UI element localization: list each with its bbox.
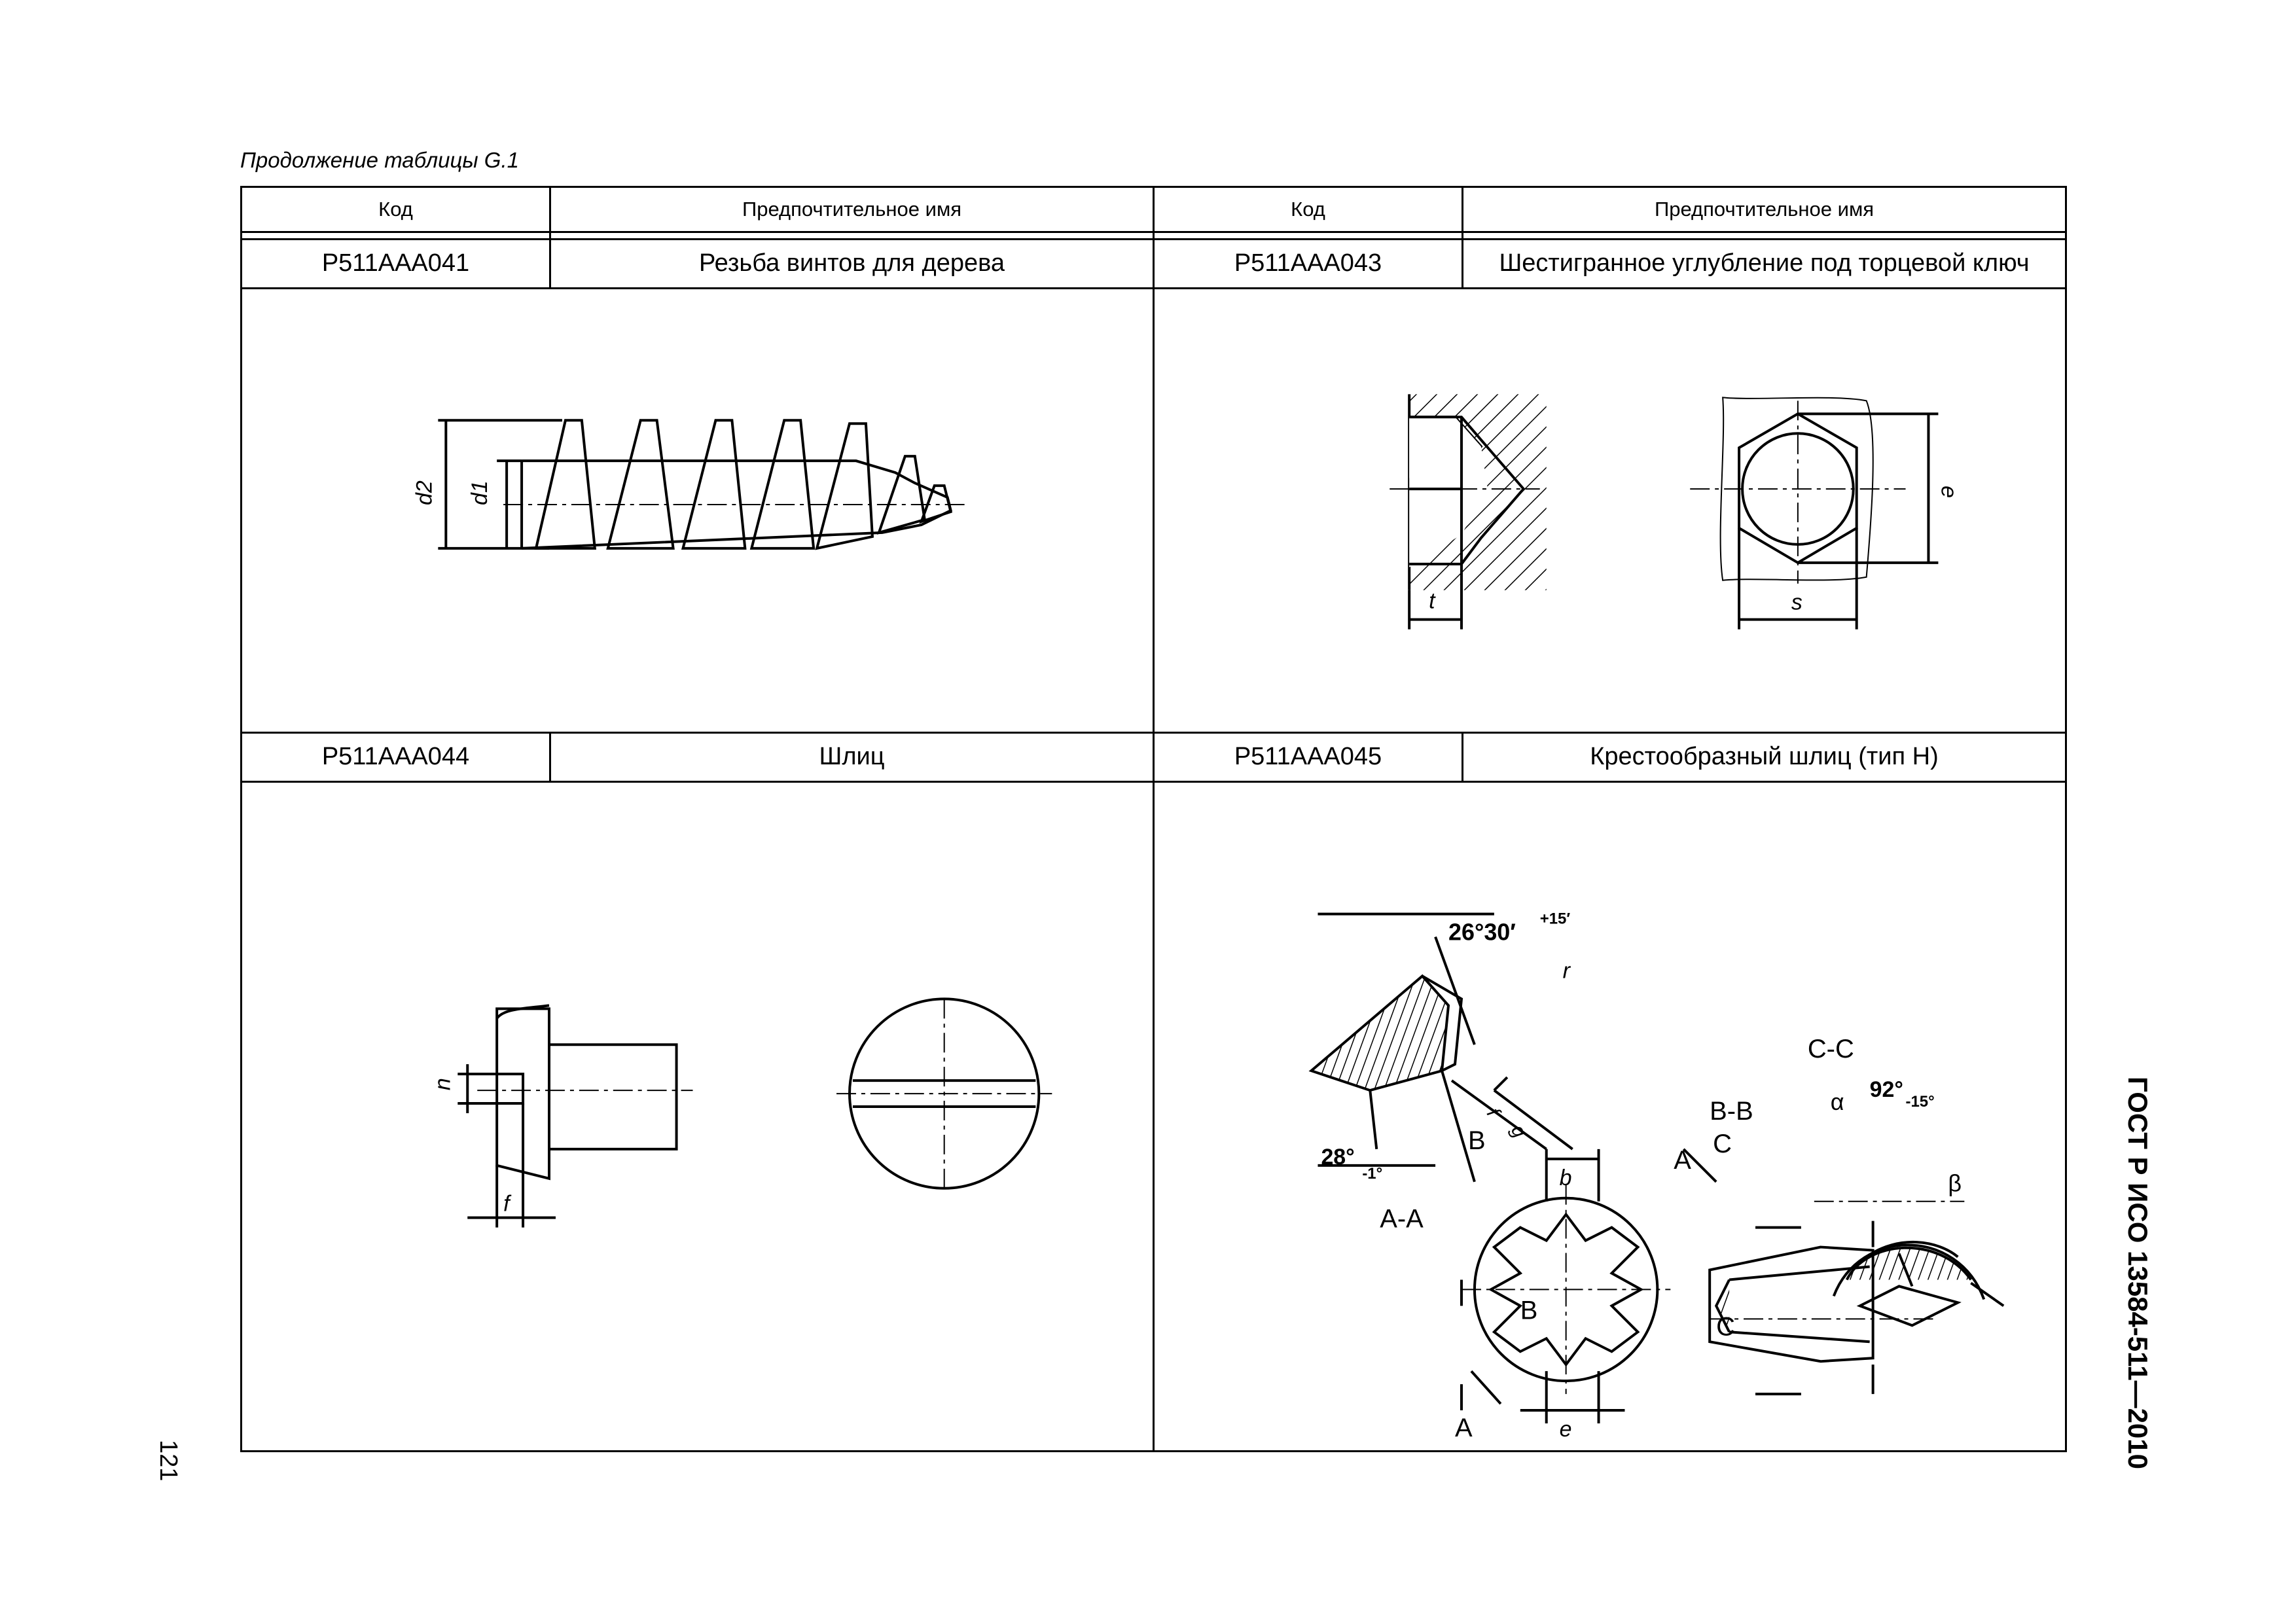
angle-tolerance-label: +15′: [1540, 910, 1571, 928]
header-code-right: Код: [1153, 186, 1463, 233]
angle-label: 26°30′: [1448, 919, 1516, 946]
code-cell: P511AAA045: [1153, 732, 1463, 783]
beta-label: β: [1948, 1170, 1962, 1197]
header-name-right: Предпочтительное имя: [1462, 186, 2067, 233]
d2-label: d2: [412, 480, 437, 505]
preferred-names-table: Код Предпочтительное имя Код Предпочтите…: [240, 186, 2067, 1452]
f-label: f: [1482, 1105, 1505, 1122]
angle-28-tolerance-label: -1°: [1362, 1165, 1382, 1183]
section-aa-label: A-A: [1380, 1205, 1424, 1234]
name-cell: Крестообразный шлиц (тип H): [1462, 732, 2067, 783]
slot-figure-cell: n f: [240, 781, 1155, 1452]
e-label: e: [1936, 486, 1961, 498]
name-cell: Резьба винтов для дерева: [549, 238, 1155, 289]
slot-drawing: n f: [430, 997, 1052, 1228]
d1-label: d1: [467, 480, 492, 505]
code-cell: P511AAA041: [240, 238, 551, 289]
alpha-label: α: [1831, 1088, 1844, 1115]
c-section-mark-top: C: [1713, 1130, 1732, 1158]
e-label: e: [1560, 1417, 1572, 1442]
header-gap: [240, 232, 2067, 240]
table-row: P511AAA044 Шлиц P511AAA045 Крестообразны…: [240, 732, 2067, 783]
r-label: r: [1563, 958, 1571, 983]
cross-recess-figure-cell: 26°30′ +15′ r b g f 28° -1° A-A B B A A …: [1153, 781, 2067, 1452]
angle-92-label: 92°: [1870, 1077, 1903, 1102]
table-row: P511AAA041 Резьба винтов для дерева P511…: [240, 238, 2067, 289]
s-label: s: [1791, 590, 1803, 615]
page-number: 121: [154, 1440, 182, 1482]
n-label: n: [430, 1078, 455, 1090]
b-section-mark-bottom: B: [1520, 1296, 1538, 1325]
code-cell: P511AAA044: [240, 732, 551, 783]
cross-recess-drawing: 26°30′ +15′ r b g f 28° -1° A-A B B A A …: [1308, 910, 2005, 1442]
t-label: t: [1429, 589, 1436, 614]
angle-28-label: 28°: [1321, 1145, 1354, 1169]
figure-row: d2 d1: [240, 287, 2067, 734]
wood-screw-figure-cell: d2 d1: [240, 287, 1155, 734]
table-header-row: Код Предпочтительное имя Код Предпочтите…: [240, 186, 2067, 233]
section-bb-label: B-B: [1710, 1097, 1753, 1126]
hex-socket-figure-cell: t s e: [1153, 287, 2067, 734]
header-name-left: Предпочтительное имя: [549, 186, 1155, 233]
header-code-left: Код: [240, 186, 551, 233]
angle-92-tolerance-label: -15°: [1906, 1093, 1935, 1111]
code-cell: P511AAA043: [1153, 238, 1463, 289]
b-label: b: [1560, 1166, 1572, 1190]
a-section-mark-top: A: [1674, 1146, 1691, 1175]
standard-designation: ГОСТ Р ИСО 13584-511—2010: [2123, 1077, 2153, 1469]
f-label: f: [503, 1192, 512, 1217]
c-section-mark-bottom: C: [1716, 1312, 1735, 1341]
table-caption: Продолжение таблицы G.1: [240, 148, 519, 172]
hex-socket-drawing: t s e: [1390, 394, 1961, 630]
a-section-mark-bottom: A: [1455, 1414, 1473, 1442]
figure-row: n f: [240, 781, 2067, 1452]
wood-screw-drawing: d2 d1: [412, 419, 967, 550]
section-cc-label: C-C: [1808, 1035, 1854, 1063]
name-cell: Шлиц: [549, 732, 1155, 783]
name-cell: Шестигранное углубление под торцевой клю…: [1462, 238, 2067, 289]
b-section-mark-top: B: [1468, 1126, 1486, 1155]
